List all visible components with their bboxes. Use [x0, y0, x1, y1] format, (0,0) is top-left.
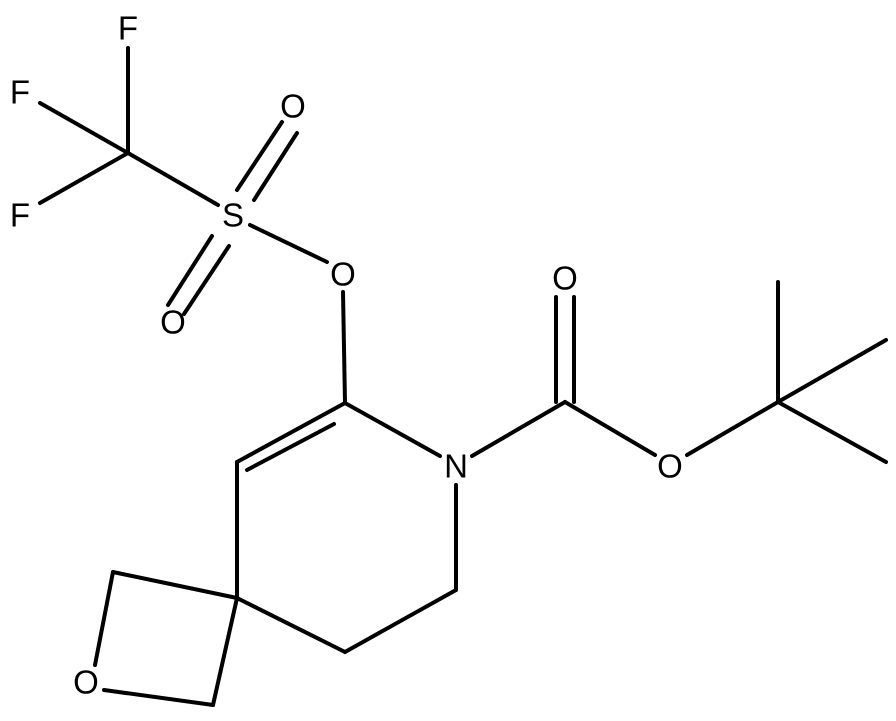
bond-oxetane-1	[111, 570, 239, 600]
bond-oester-ctert	[685, 400, 780, 457]
atom-n: N	[444, 448, 468, 485]
atom-o-sulfonyl-1: O	[280, 88, 306, 125]
atom-labels: F F F S O O O N O O O	[10, 10, 683, 701]
bond-c-f3	[38, 151, 130, 205]
bond-s-o2-a	[166, 234, 214, 307]
bond-s-o1-a	[235, 120, 284, 192]
bond-s-olink	[248, 223, 329, 264]
bond-olink-c	[341, 290, 347, 405]
atom-o-sulfonyl-2: O	[160, 304, 186, 341]
atom-o-link: O	[330, 256, 356, 293]
bond-s-o1-b	[252, 131, 299, 202]
atom-s: S	[222, 197, 244, 234]
bond-ring-c-c1	[343, 588, 458, 654]
bond-oxetane-2	[93, 570, 115, 667]
atom-o-oxetane: O	[73, 664, 99, 701]
bond-oxetane-4	[211, 596, 239, 707]
bond-ring-cc-double-b	[245, 422, 336, 472]
bonds	[38, 46, 888, 707]
bond-s-o2-b	[182, 244, 231, 316]
bond-ctert-me3	[776, 400, 888, 464]
bond-c-f2	[38, 101, 130, 155]
bond-ring-c-n	[343, 401, 442, 458]
atom-o-ester: O	[657, 448, 683, 485]
bond-c-oester	[563, 400, 657, 457]
bond-ring-c-spiro	[235, 596, 347, 654]
atom-f2: F	[10, 74, 30, 111]
bond-c-s	[126, 151, 220, 207]
bond-oxetane-3	[102, 688, 215, 707]
bond-ring-cc-double-a	[235, 401, 347, 464]
atom-f1: F	[118, 10, 138, 47]
bond-ctert-me2	[776, 338, 888, 404]
atom-f3: F	[10, 197, 30, 234]
atom-o-carbonyl: O	[552, 260, 578, 297]
bond-n-ccarbonyl	[470, 400, 567, 458]
